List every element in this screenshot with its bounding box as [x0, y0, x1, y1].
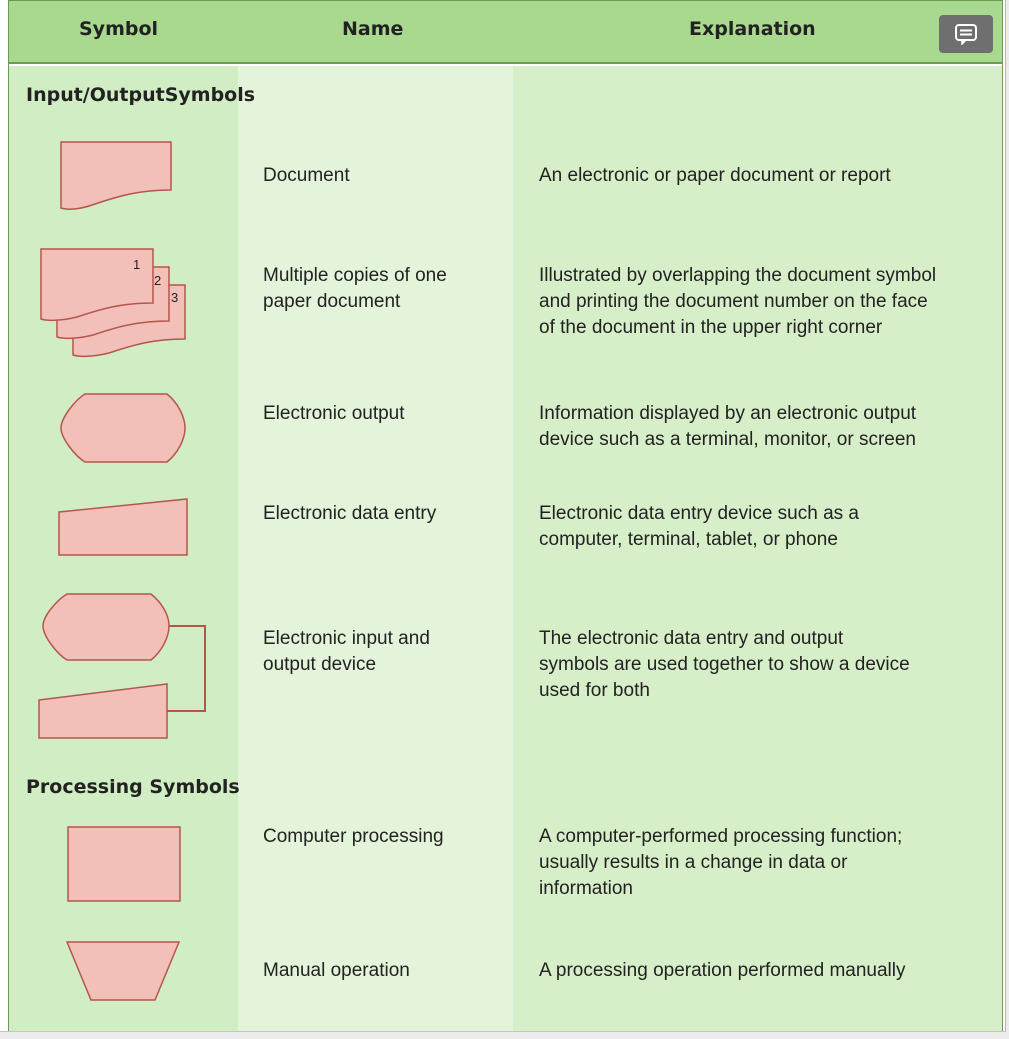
row-explanation-electronic-data-entry: Electronic data entry device such as a c… — [539, 503, 860, 550]
multiple-documents-symbol: 1 2 3 — [40, 248, 186, 358]
comment-button[interactable] — [939, 15, 993, 53]
flowchart-symbols-table: Symbol Name Explanation Input/OutputSymb… — [8, 0, 1003, 1031]
row-explanation-input-output-device: The electronic data entry and output sym… — [539, 628, 910, 701]
manual-input-symbol — [58, 498, 188, 556]
row-explanation-multiple-copies: Illustrated by overlapping the document … — [539, 265, 937, 338]
table-header: Symbol Name Explanation — [9, 0, 1002, 64]
comment-icon — [955, 24, 977, 45]
row-explanation-computer-processing: A computer-performed processing function… — [539, 826, 903, 899]
copy-number-3: 3 — [171, 290, 178, 305]
row-explanation-electronic-output: Information displayed by an electronic o… — [539, 403, 917, 450]
row-name-computer-processing: Computer processing — [263, 826, 444, 847]
row-name-multiple-copies: Multiple copies of one paper document — [263, 265, 447, 312]
explanation-column — [513, 66, 1002, 1031]
manual-operation-symbol — [65, 941, 181, 1001]
process-symbol — [67, 826, 181, 902]
row-name-input-output-device: Electronic input and output device — [263, 628, 430, 675]
input-output-device-symbol — [38, 593, 206, 739]
section-title-processing: Processing Symbols — [26, 776, 240, 798]
row-explanation-manual-operation: A processing operation performed manuall… — [539, 960, 906, 981]
document-symbol — [60, 141, 172, 210]
copy-number-1: 1 — [133, 257, 140, 272]
row-name-document: Document — [263, 165, 350, 186]
row-name-electronic-data-entry: Electronic data entry — [263, 503, 437, 524]
name-column — [238, 66, 513, 1031]
section-title-input-output: Input/OutputSymbols — [26, 84, 256, 106]
row-name-manual-operation: Manual operation — [263, 960, 410, 981]
display-symbol — [60, 393, 186, 463]
header-name: Name — [342, 18, 404, 40]
row-name-electronic-output: Electronic output — [263, 403, 405, 424]
copy-number-2: 2 — [154, 273, 161, 288]
header-symbol: Symbol — [79, 18, 159, 40]
row-explanation-document: An electronic or paper document or repor… — [539, 165, 891, 186]
header-explanation: Explanation — [689, 18, 816, 40]
